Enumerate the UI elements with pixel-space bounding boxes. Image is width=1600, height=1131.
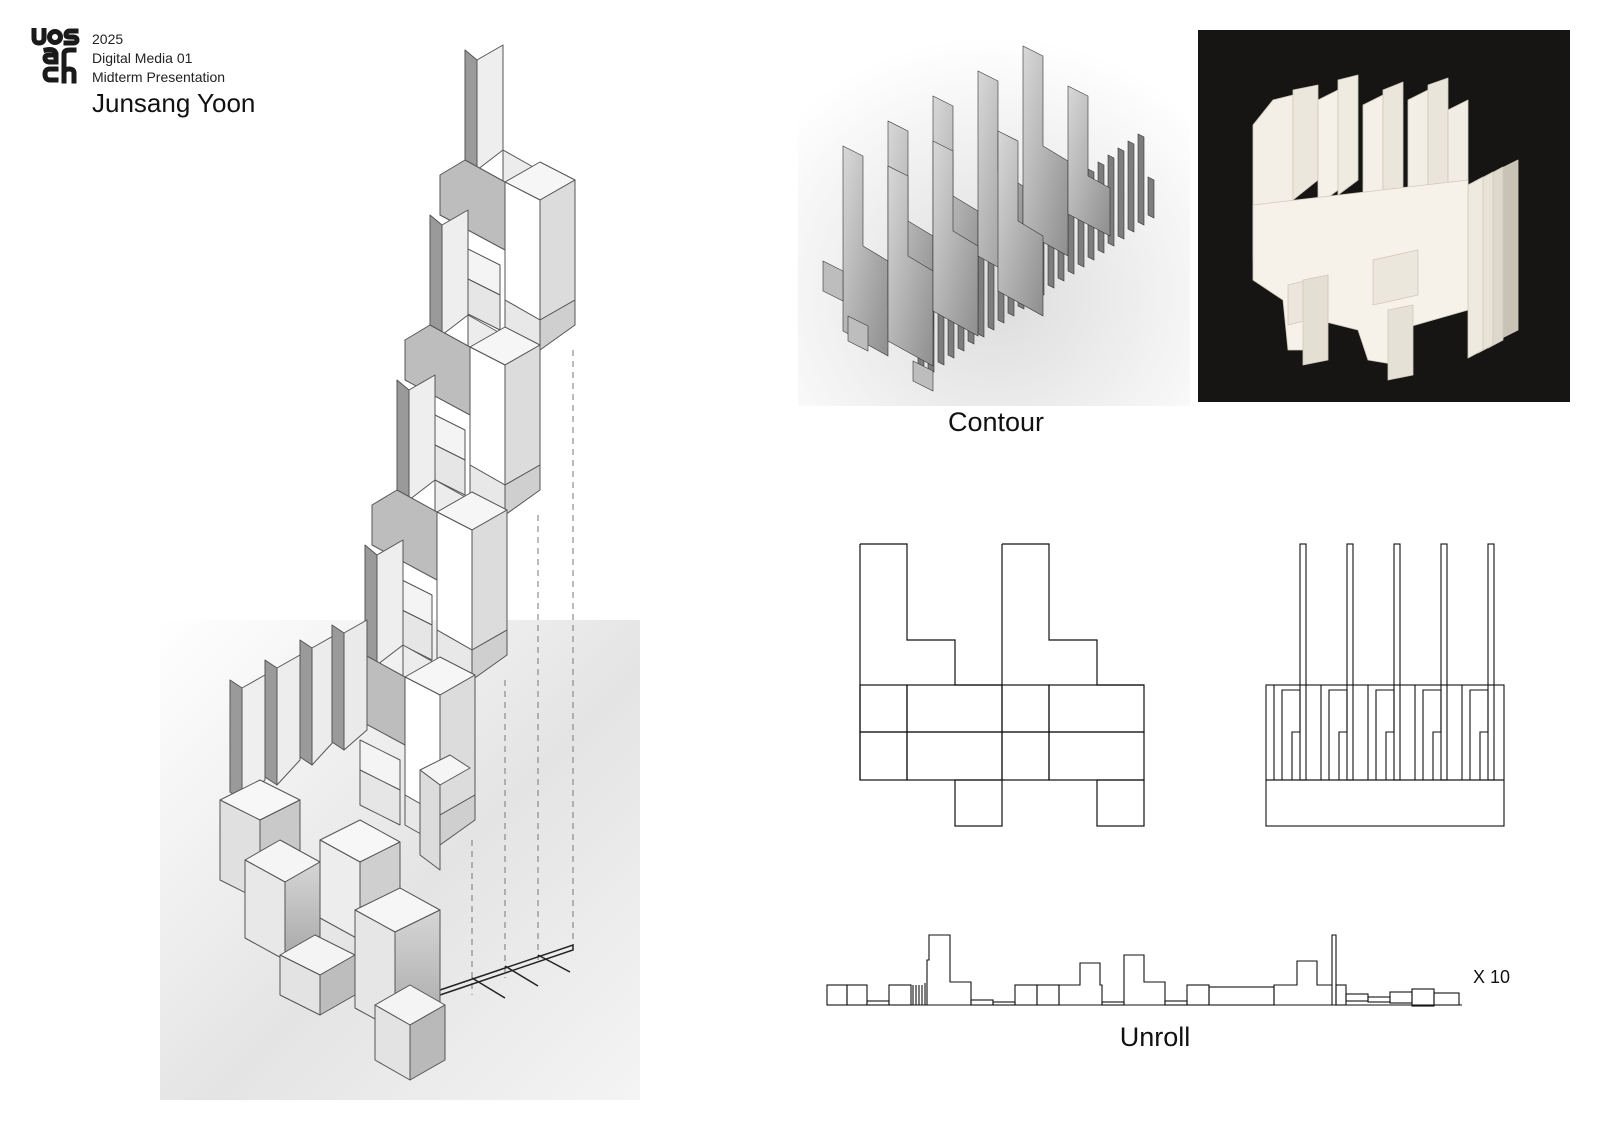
front-elevation-drawing: [859, 543, 1145, 827]
event-name: Midterm Presentation: [92, 69, 226, 85]
model-render: [1252, 74, 1519, 381]
unroll-caption: Unroll: [1119, 1022, 1191, 1052]
course-name: Digital Media 01: [92, 50, 193, 66]
uos-arch-logo: [31, 28, 80, 84]
contour-render-image: [798, 36, 1190, 406]
unroll-multiplier-label: X 10: [1473, 967, 1511, 987]
meta-block: 2025 Digital Media 01 Midterm Presentati…: [92, 30, 255, 118]
unroll-drawing: [826, 934, 1462, 1007]
contour-caption: Contour: [947, 407, 1045, 437]
physical-model-photo: [1198, 30, 1570, 402]
author-name: Junsang Yoon: [92, 88, 256, 118]
year: 2025: [92, 31, 124, 47]
side-elevation-drawing: [1265, 543, 1505, 827]
exploded-axonometric-drawing: [160, 44, 640, 1100]
